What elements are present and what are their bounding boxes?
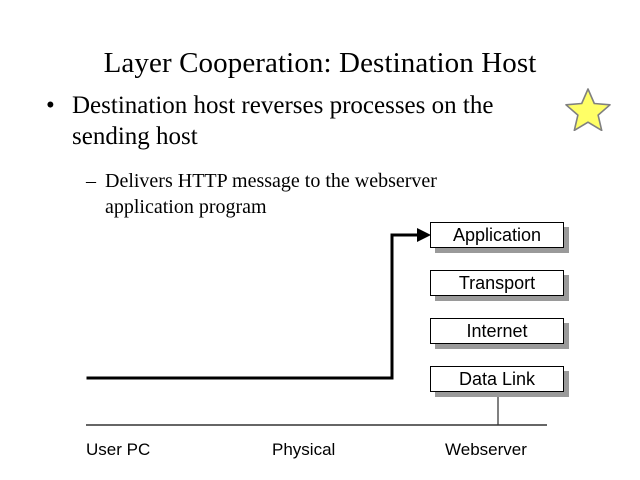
bullet-text-level2: Delivers HTTP message to the webserver a…: [105, 170, 437, 218]
layer-box-internet[interactable]: Internet: [430, 318, 564, 344]
star-icon: [565, 88, 611, 131]
bullet-text-level1: Destination host reverses processes on t…: [72, 92, 494, 150]
dash-marker-icon: –: [86, 170, 96, 192]
axis-label-webserver: Webserver: [445, 440, 527, 459]
page-title: Layer Cooperation: Destination Host: [103, 47, 537, 79]
bullet-marker-icon: •: [46, 92, 55, 119]
layer-box-application[interactable]: Application: [430, 222, 564, 248]
layer-box-transport-label: Transport: [458, 273, 536, 293]
layer-box-datalink-label: Data Link: [458, 369, 536, 389]
arrow-head-icon: [417, 228, 431, 242]
layer-box-transport[interactable]: Transport: [430, 270, 564, 296]
layer-box-internet-label: Internet: [466, 321, 528, 341]
axis-label-physical: Physical: [272, 440, 336, 459]
layer-box-datalink[interactable]: Data Link: [430, 366, 564, 392]
data-flow-path: [86, 233, 419, 380]
axis-label-user-pc: User PC: [86, 440, 151, 459]
layer-box-application-label: Application: [452, 225, 542, 245]
